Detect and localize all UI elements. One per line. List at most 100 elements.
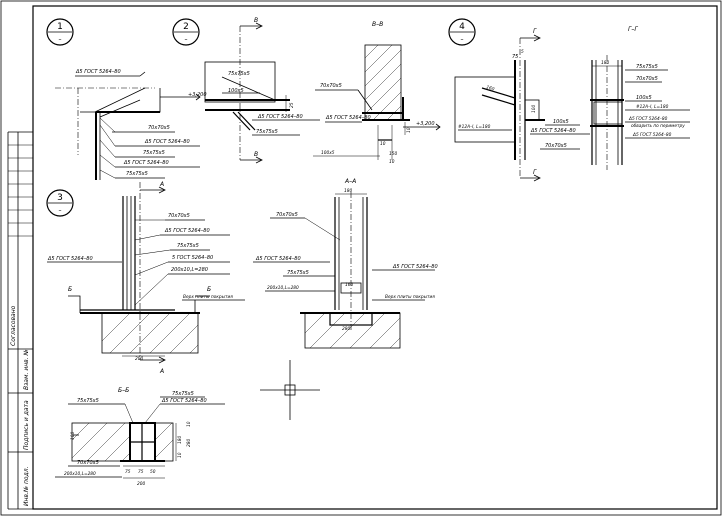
svg-text:Δ5 ГОСТ 5264–80: Δ5 ГОСТ 5264–80 — [164, 228, 210, 234]
svg-text:100x5: 100x5 — [553, 119, 569, 125]
svg-text:Δ5 ГОСТ 5264–80: Δ5 ГОСТ 5264–80 — [325, 115, 371, 121]
svg-text:25: 25 — [289, 102, 295, 108]
svg-text:100: 100 — [70, 432, 76, 440]
svg-text:180: 180 — [177, 436, 183, 444]
crosshair-mark — [260, 360, 320, 420]
node-1-number: 1 — [57, 22, 63, 32]
section-aa: А–А 180 160 280 70x70x5 Δ5 ГОСТ 5264–80 … — [253, 178, 438, 349]
svg-text:Δ5 ГОСТ 5264–80: Δ5 ГОСТ 5264–80 — [75, 69, 121, 75]
svg-text:10: 10 — [186, 421, 192, 427]
node-3: 3 – А А Б Б 200 Δ5 ГОСТ 5264–80 70x70x5 … — [46, 181, 245, 375]
svg-text:180: 180 — [344, 188, 352, 194]
svg-text:70x70x5: 70x70x5 — [77, 460, 99, 466]
svg-text:Верх плиты покрытия: Верх плиты покрытия — [385, 294, 435, 300]
svg-text:10: 10 — [380, 141, 386, 147]
svg-text:200x10,L=280: 200x10,L=280 — [267, 285, 299, 291]
svg-text:70x70x5: 70x70x5 — [148, 125, 170, 131]
svg-text:Δ5 ГОСТ 5264–80: Δ5 ГОСТ 5264–80 — [47, 256, 93, 262]
svg-text:А: А — [159, 181, 164, 188]
svg-text:70x70x5: 70x70x5 — [276, 212, 298, 218]
svg-text:160: 160 — [485, 84, 495, 92]
svg-text:10: 10 — [389, 159, 395, 165]
svg-text:Δ5 ГОСТ 5264–80: Δ5 ГОСТ 5264–80 — [392, 264, 438, 270]
svg-text:200x10,L=280: 200x10,L=280 — [171, 267, 208, 273]
svg-text:200x10,L=280: 200x10,L=280 — [64, 471, 96, 477]
section-vv: В–В 10 150 10 100x5 10 +3,200 70x70x5 Δ5… — [313, 21, 441, 165]
node-2: 2 – В В 75x75x5 100x5 Δ5 ГОСТ 5264–80 75… — [172, 17, 320, 164]
svg-text:Δ5 ГОСТ 5264–80: Δ5 ГОСТ 5264–80 — [144, 139, 190, 145]
svg-text:75x75x5: 75x75x5 — [177, 243, 199, 249]
svg-text:200: 200 — [137, 481, 145, 487]
stamp-inv-original: Инв.№ подл. — [23, 466, 30, 506]
svg-text:Б: Б — [68, 286, 72, 293]
svg-text:100x5: 100x5 — [636, 95, 652, 101]
svg-text:70x70x5: 70x70x5 — [320, 83, 342, 89]
svg-text:Δ5 ГОСТ 5264–80: Δ5 ГОСТ 5264–80 — [161, 398, 207, 404]
section-gg-title: Г–Г — [628, 26, 638, 33]
svg-text:75x75x5: 75x75x5 — [77, 398, 99, 404]
svg-text:Δ5 ГОСТ 5264–80: Δ5 ГОСТ 5264–80 — [628, 116, 668, 122]
svg-text:160: 160 — [345, 282, 353, 288]
svg-text:75x75x5: 75x75x5 — [287, 270, 309, 276]
svg-text:75: 75 — [138, 469, 144, 475]
svg-text:4: 4 — [459, 22, 465, 32]
svg-text:5: 5 — [521, 49, 524, 55]
svg-text:В: В — [254, 17, 258, 24]
stamp-replace-inv: Взам. инв. № — [23, 349, 30, 390]
svg-text:75x75x5: 75x75x5 — [126, 171, 148, 177]
svg-text:200: 200 — [135, 356, 143, 362]
svg-text:–: – — [185, 36, 188, 43]
node-1: 1 – +3,200 Δ5 ГОСТ 5264–80 70x70x5 Δ5 ГО… — [46, 18, 207, 180]
drawing-frame — [32, 5, 718, 510]
svg-text:Верх плиты покрытия: Верх плиты покрытия — [183, 294, 233, 300]
svg-text:+3,200: +3,200 — [416, 121, 435, 127]
svg-text:280: 280 — [342, 326, 350, 332]
svg-text:+3,200: +3,200 — [188, 92, 207, 98]
svg-text:100x5: 100x5 — [321, 150, 335, 156]
svg-text:280: 280 — [186, 439, 192, 447]
svg-text:3: 3 — [57, 193, 63, 203]
section-bb-title: Б–Б — [118, 387, 129, 394]
svg-text:100: 100 — [531, 105, 537, 113]
svg-text:75x75x5: 75x75x5 — [172, 391, 194, 397]
section-bb: Б–Б 75 75 50 200 180 280 10 10 100 75x75… — [55, 387, 225, 487]
section-aa-title: А–А — [344, 178, 356, 185]
svg-text:#12А–I, L=180: #12А–I, L=180 — [636, 104, 669, 110]
svg-text:#12А–I, L=180: #12А–I, L=180 — [458, 124, 491, 130]
svg-text:Δ5 ГОСТ 5264–80: Δ5 ГОСТ 5264–80 — [530, 128, 576, 134]
svg-text:75x75x5: 75x75x5 — [256, 129, 278, 135]
svg-text:5 ГОСТ 5264–80: 5 ГОСТ 5264–80 — [172, 255, 213, 261]
node-4: 4 – Г Г 100 160 75 5 #12А–I, L=180 100x5… — [448, 18, 590, 182]
svg-text:75x75x5: 75x75x5 — [143, 150, 165, 156]
svg-text:75: 75 — [125, 469, 131, 475]
svg-text:150: 150 — [389, 151, 397, 157]
stamp-agreed: Согласовано — [10, 305, 17, 346]
svg-text:10: 10 — [406, 127, 412, 133]
left-stamp: Согласовано Взам. инв. № Подпись и дата … — [7, 131, 33, 510]
svg-text:–: – — [59, 207, 62, 214]
svg-text:2: 2 — [183, 22, 189, 32]
svg-text:180: 180 — [601, 60, 609, 66]
svg-text:70x70x5: 70x70x5 — [168, 213, 190, 219]
svg-text:75: 75 — [512, 54, 518, 60]
svg-text:Δ5 ГОСТ 5264–80: Δ5 ГОСТ 5264–80 — [257, 114, 303, 120]
svg-text:Δ5 ГОСТ 5264–80: Δ5 ГОСТ 5264–80 — [123, 160, 169, 166]
svg-text:70x70x5: 70x70x5 — [545, 143, 567, 149]
svg-text:Δ5 ГОСТ 5264–80: Δ5 ГОСТ 5264–80 — [632, 132, 672, 138]
section-gg: Г–Г 180 75x75x5 70x70x5 100x5 #12А–I, L=… — [590, 26, 690, 170]
stamp-signature-date: Подпись и дата — [23, 400, 30, 450]
svg-text:10: 10 — [177, 452, 183, 458]
svg-text:70x70x5: 70x70x5 — [636, 76, 658, 82]
svg-text:В: В — [254, 151, 258, 158]
svg-text:Г: Г — [533, 169, 537, 176]
svg-text:Δ5 ГОСТ 5264–80: Δ5 ГОСТ 5264–80 — [255, 256, 301, 262]
svg-text:50: 50 — [150, 469, 156, 475]
svg-text:75x75x5: 75x75x5 — [228, 71, 250, 77]
svg-text:Б: Б — [207, 286, 211, 293]
svg-text:Г: Г — [533, 28, 537, 35]
svg-text:–: – — [59, 36, 62, 43]
section-vv-title: В–В — [372, 21, 383, 28]
svg-text:обварить по периметру: обварить по периметру — [631, 123, 685, 129]
